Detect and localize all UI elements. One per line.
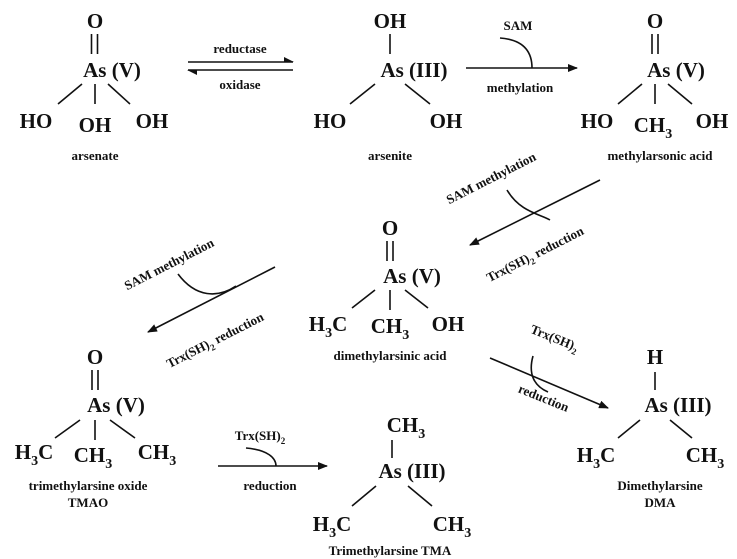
dma-center: As (III) xyxy=(644,393,711,417)
tma-molecule: CH3 As (III) H3C CH3 Trimethylarsine TMA xyxy=(313,413,472,558)
cofactor-curve xyxy=(245,447,277,467)
reduction-arrow-5: Trx(SH)2 reduction xyxy=(489,321,609,415)
methylarsonic-methyl: CH3 xyxy=(634,113,673,142)
reduction-label: reduction xyxy=(243,478,297,493)
dimethylarsinic-oxygen: O xyxy=(382,216,398,240)
sam-label: SAM xyxy=(504,18,533,33)
bond xyxy=(669,419,693,439)
arsenite-left: HO xyxy=(314,109,347,133)
bond xyxy=(349,83,376,105)
bond xyxy=(667,83,693,105)
methylarsonic-right: OH xyxy=(696,109,729,133)
arsenate-bottom: OH xyxy=(79,113,112,137)
dma-molecule: H As (III) H3C CH3 Dimethylarsine DMA xyxy=(577,345,725,510)
tma-top-methyl: CH3 xyxy=(387,413,426,442)
cofactor-curve xyxy=(506,189,551,221)
bond xyxy=(109,419,136,439)
tma-name: Trimethylarsine TMA xyxy=(329,543,452,558)
arsenite-center: As (III) xyxy=(380,58,447,82)
tmao-center: As (V) xyxy=(87,393,145,417)
bond xyxy=(351,485,377,507)
reaction-arrow xyxy=(147,266,276,333)
reaction-arrow xyxy=(469,179,601,246)
bond xyxy=(57,83,83,105)
cofactor-curve xyxy=(177,273,237,295)
arsenite-molecule: OH As (III) HO OH arsenite xyxy=(314,9,463,163)
trx-label: Trx(SH)2 xyxy=(527,321,581,357)
methylarsonic-left: HO xyxy=(581,109,614,133)
tmao-oxygen: O xyxy=(87,345,103,369)
dimethylarsinic-acid-molecule: O As (V) H3C CH3 OH dimethylarsinic acid xyxy=(309,216,465,363)
tmao-right-methyl: CH3 xyxy=(138,440,177,469)
dimethylarsinic-center: As (V) xyxy=(383,264,441,288)
methylation-arrow-1: SAM methylation xyxy=(466,18,578,95)
trx-reduction-label: Trx(SH)2 reduction xyxy=(164,309,268,374)
dma-name: Dimethylarsine xyxy=(617,478,702,493)
bond xyxy=(54,419,81,439)
dma-hydrogen: H xyxy=(647,345,663,369)
tmao-bottom-methyl: CH3 xyxy=(74,443,113,472)
bond xyxy=(617,83,643,105)
methylation-label: methylation xyxy=(487,80,554,95)
dma-right-methyl: CH3 xyxy=(686,443,725,472)
trx-label: Trx(SH)2 xyxy=(235,428,286,446)
methylarsonic-name: methylarsonic acid xyxy=(607,148,713,163)
tma-left-methyl: H3C xyxy=(313,512,352,541)
trx-reduction-label: Trx(SH)2 reduction xyxy=(484,223,588,288)
arsenate-left: HO xyxy=(20,109,53,133)
arsenate-molecule: O As (V) HO OH OH arsenate xyxy=(20,9,169,163)
tmao-abbreviation: TMAO xyxy=(68,495,108,510)
arsenate-name: arsenate xyxy=(72,148,119,163)
methylarsonic-center: As (V) xyxy=(647,58,705,82)
tma-right-methyl: CH3 xyxy=(433,512,472,541)
cofactor-curve xyxy=(530,355,549,393)
arsenate-right: OH xyxy=(136,109,169,133)
arsenite-name: arsenite xyxy=(368,148,412,163)
oxidase-label: oxidase xyxy=(219,77,260,92)
methylarsonic-oxygen: O xyxy=(647,9,663,33)
tmao-molecule: O As (V) H3C CH3 CH3 trimethylarsine oxi… xyxy=(15,345,177,510)
bond xyxy=(107,83,131,105)
arsenite-top: OH xyxy=(374,9,407,33)
bond xyxy=(351,289,376,309)
arsenate-oxygen: O xyxy=(87,9,103,33)
dimethylarsinic-left-methyl: H3C xyxy=(309,312,348,341)
dma-left-methyl: H3C xyxy=(577,443,616,472)
dimethylarsinic-right: OH xyxy=(432,312,465,336)
tmao-left-methyl: H3C xyxy=(15,440,54,469)
bond xyxy=(404,83,431,105)
reduction-arrow-4: Trx(SH)2 reduction xyxy=(218,428,328,493)
reductase-label: reductase xyxy=(213,41,266,56)
cofactor-curve xyxy=(499,37,533,69)
arsenite-right: OH xyxy=(430,109,463,133)
methylation-arrow-2: SAM methylation Trx(SH)2 reduction xyxy=(444,149,601,288)
redox-equilibrium-arrows: reductase oxidase xyxy=(187,41,294,92)
sam-methylation-label: SAM methylation xyxy=(122,235,217,293)
methylarsonic-acid-molecule: O As (V) HO CH3 OH methylarsonic acid xyxy=(581,9,729,163)
reduction-label: reduction xyxy=(516,381,572,415)
tmao-name: trimethylarsine oxide xyxy=(29,478,148,493)
reaction-arrow xyxy=(489,357,609,409)
dimethylarsinic-bottom-methyl: CH3 xyxy=(371,314,410,343)
tma-center: As (III) xyxy=(378,459,445,483)
arsenate-center: As (V) xyxy=(83,58,141,82)
bond xyxy=(407,485,433,507)
methylation-arrow-3: SAM methylation Trx(SH)2 reduction xyxy=(122,235,276,374)
dma-abbreviation: DMA xyxy=(644,495,676,510)
bond xyxy=(404,289,429,309)
bond xyxy=(617,419,641,439)
sam-methylation-label: SAM methylation xyxy=(444,149,539,207)
dimethylarsinic-name: dimethylarsinic acid xyxy=(333,348,447,363)
